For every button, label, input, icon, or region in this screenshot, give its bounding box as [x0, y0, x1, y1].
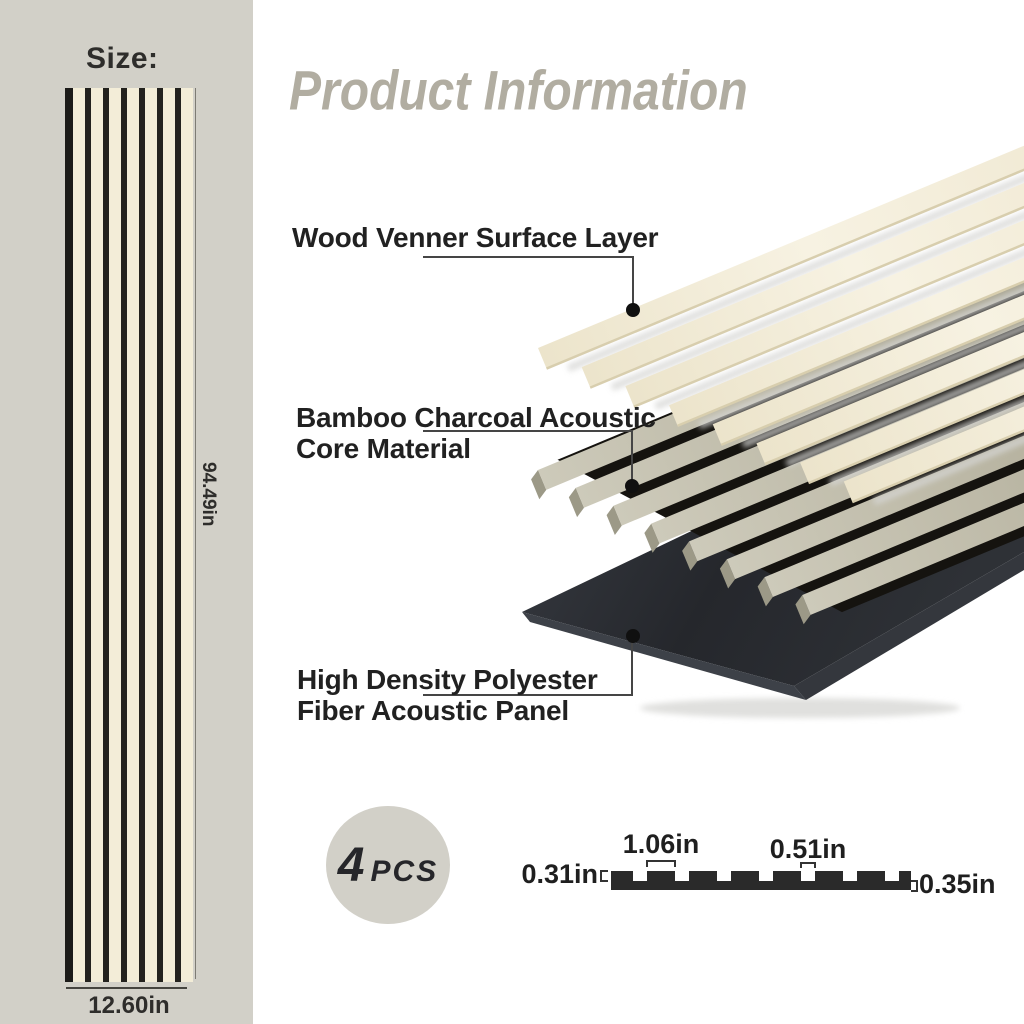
panel-height-value: 94.49in [198, 462, 219, 527]
fiber-panel-front-edge [522, 612, 806, 700]
leader-line-core [423, 430, 633, 484]
panel-thickness-bracket [911, 880, 918, 892]
quantity-count: 4 [337, 838, 365, 892]
groove-width-bracket [800, 862, 816, 868]
leader-line-surface [423, 256, 634, 308]
size-label: Size: [86, 42, 159, 75]
leader-dots [625, 303, 640, 643]
fiber-panel-right-edge [794, 552, 1024, 700]
profile-shape [611, 871, 911, 890]
slat-panel-front-view [65, 88, 193, 982]
quantity-unit: PCS [370, 854, 439, 888]
wood-veneer-layer-illustration [538, 102, 1024, 506]
leader-lines [423, 256, 634, 696]
leader-dot-surface [626, 303, 640, 317]
height-dimension-line [195, 88, 196, 979]
wood-slats [538, 102, 1024, 504]
callout-base-line1: High Density Polyester [297, 664, 598, 695]
page-title: Product Information [289, 61, 748, 123]
slat-thickness-value: 0.31in [521, 859, 598, 889]
callout-core-layer: Bamboo Charcoal Acoustic Core Material [296, 402, 656, 464]
leader-dot-base [626, 629, 640, 643]
leader-line-base [423, 638, 633, 696]
profile-cross-section [600, 860, 918, 892]
groove-width-value: 0.51in [769, 834, 847, 864]
panel-shadow [640, 698, 960, 718]
callout-core-line1: Bamboo Charcoal Acoustic [296, 402, 656, 433]
slat-width-value: 1.06in [622, 829, 700, 859]
slat-width-bracket [646, 860, 676, 867]
wood-slat-shadows [566, 126, 1024, 506]
size-sidebar: Size: 94.49in 12.60in [0, 0, 253, 1024]
callout-surface-text: Wood Venner Surface Layer [292, 222, 659, 253]
slat-thickness-bracket [600, 870, 608, 882]
leader-dot-core [625, 479, 639, 493]
callout-base-line2: Fiber Acoustic Panel [297, 695, 569, 726]
profile-dimension-brackets [600, 860, 918, 892]
width-dimension-line [66, 987, 187, 989]
callout-core-line2: Core Material [296, 433, 471, 464]
callout-surface-layer: Wood Venner Surface Layer [292, 222, 659, 253]
panel-thickness-value: 0.35in [919, 869, 996, 899]
panel-width-value: 12.60in [88, 992, 170, 1019]
callout-base-layer: High Density Polyester Fiber Acoustic Pa… [297, 664, 598, 726]
